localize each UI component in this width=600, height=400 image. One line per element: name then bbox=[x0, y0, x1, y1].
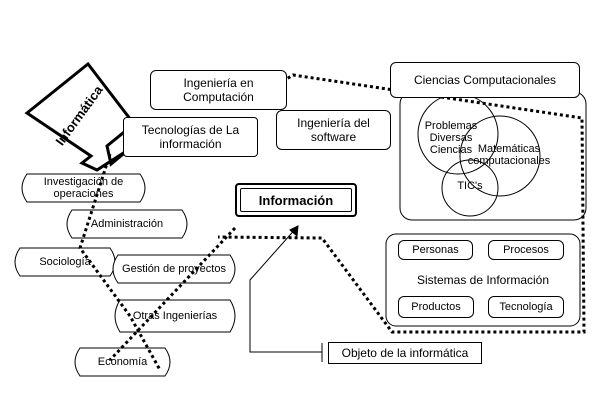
scroll-shape-sociologia bbox=[14, 247, 116, 277]
gestion-proyectos-label: Gestión de proyectos bbox=[122, 263, 226, 275]
venn-circle-tics bbox=[441, 159, 499, 217]
investigacion-operaciones-label: Investigación de operaciones bbox=[43, 176, 124, 200]
sistemas-informacion-title: Sistemas de Información bbox=[416, 273, 550, 287]
tecnologias-informacion-box: Tecnologías de La información bbox=[123, 117, 258, 157]
economia-label: Economía bbox=[97, 356, 148, 368]
ingenieria-software-box: Ingeniería del software bbox=[276, 110, 391, 150]
venn-circle-matematicas bbox=[459, 115, 541, 197]
dotted-connector-informacion bbox=[108, 226, 237, 362]
dotted-connector-left bbox=[78, 153, 162, 371]
ingenieria-computacion-box: Ingeniería en Computación bbox=[150, 70, 287, 110]
scroll-shape-investigacion bbox=[21, 173, 146, 203]
procesos-box: Procesos bbox=[488, 240, 564, 260]
informatica-arrow bbox=[24, 61, 137, 172]
arrow-line-objeto bbox=[249, 225, 322, 353]
scroll-shape-administracion bbox=[66, 209, 188, 239]
productos-box: Productos bbox=[398, 296, 474, 318]
ciencias-computacionales-box: Ciencias Computacionales bbox=[390, 62, 580, 98]
scroll-shape-gestion bbox=[112, 254, 236, 284]
dotted-connector-top bbox=[217, 73, 586, 334]
scroll-shape-economia bbox=[74, 347, 171, 377]
venn-label-tics: TIC's bbox=[457, 180, 483, 192]
venn-label-problemas: Problemas Diversas Ciencias bbox=[424, 120, 478, 156]
arrow-head-informacion bbox=[289, 225, 299, 238]
venn-label-matematicas: Matemáticas computacionales bbox=[467, 143, 551, 167]
otras-ingenierias-label: Otras Ingenierías bbox=[132, 310, 218, 322]
personas-box: Personas bbox=[398, 240, 473, 260]
informacion-node: Información bbox=[235, 183, 357, 217]
sistemas-container bbox=[385, 233, 581, 327]
tecnologia-box: Tecnología bbox=[488, 296, 564, 318]
objeto-informatica-box: Objeto de la informática bbox=[328, 342, 482, 364]
scroll-shape-otras bbox=[114, 299, 236, 333]
administracion-label: Administración bbox=[90, 218, 164, 230]
sociologia-label: Sociología bbox=[39, 256, 91, 268]
